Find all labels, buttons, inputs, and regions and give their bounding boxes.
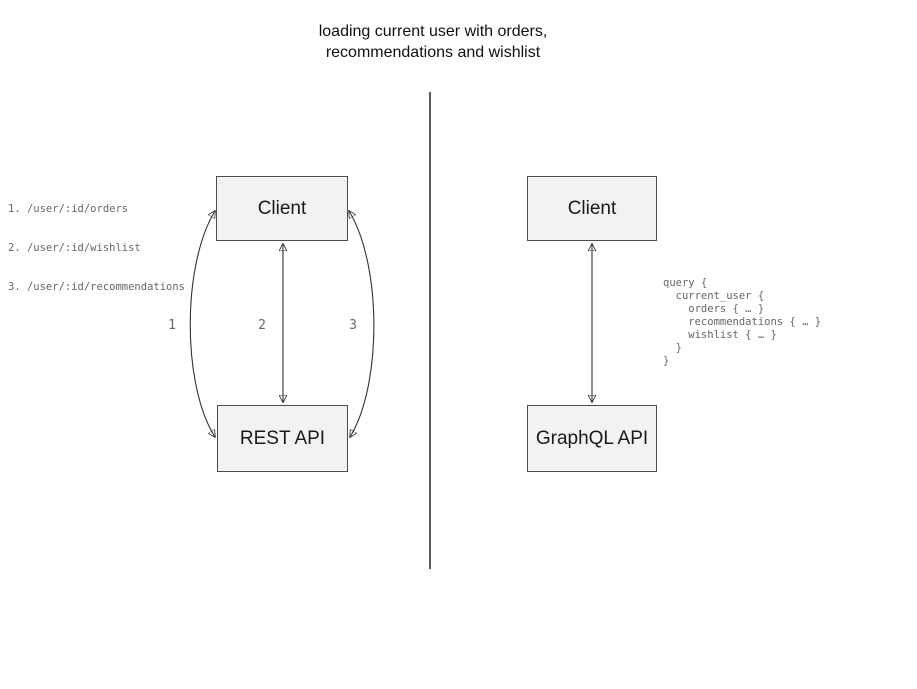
diagram-title-line1: loading current user with orders, — [318, 23, 548, 40]
arrow-label-1: 1 — [168, 318, 176, 333]
graphql-api-box: GraphQL API — [527, 405, 657, 472]
rest-client-label: Client — [257, 197, 307, 219]
rest-arrow-1-curve — [189, 211, 215, 437]
divider-line — [429, 92, 431, 569]
diagram-title-line2: recommendations and wishlist — [325, 44, 541, 61]
graphql-client-label: Client — [567, 197, 617, 219]
rest-client-box: Client — [216, 176, 348, 241]
rest-endpoint-recommendations: 3. /user/:id/recommendations — [8, 281, 186, 293]
rest-endpoint-orders: 1. /user/:id/orders — [8, 203, 129, 215]
diagram-title: loading current user with orders, recomm… — [0, 21, 866, 63]
rest-api-label: REST API — [239, 427, 326, 449]
graphql-client-box: Client — [527, 176, 657, 241]
arrow-label-3: 3 — [349, 318, 357, 333]
graphql-query-snippet: query { current_user { orders { … } reco… — [663, 277, 822, 367]
rest-arrow-3-curve — [349, 211, 375, 437]
graphql-api-label: GraphQL API — [535, 427, 649, 449]
rest-endpoints-list: 1. /user/:id/orders 2. /user/:id/wishlis… — [8, 177, 185, 320]
arrow-label-2: 2 — [258, 318, 266, 333]
rest-endpoint-wishlist: 2. /user/:id/wishlist — [8, 242, 141, 254]
rest-api-box: REST API — [217, 405, 348, 472]
